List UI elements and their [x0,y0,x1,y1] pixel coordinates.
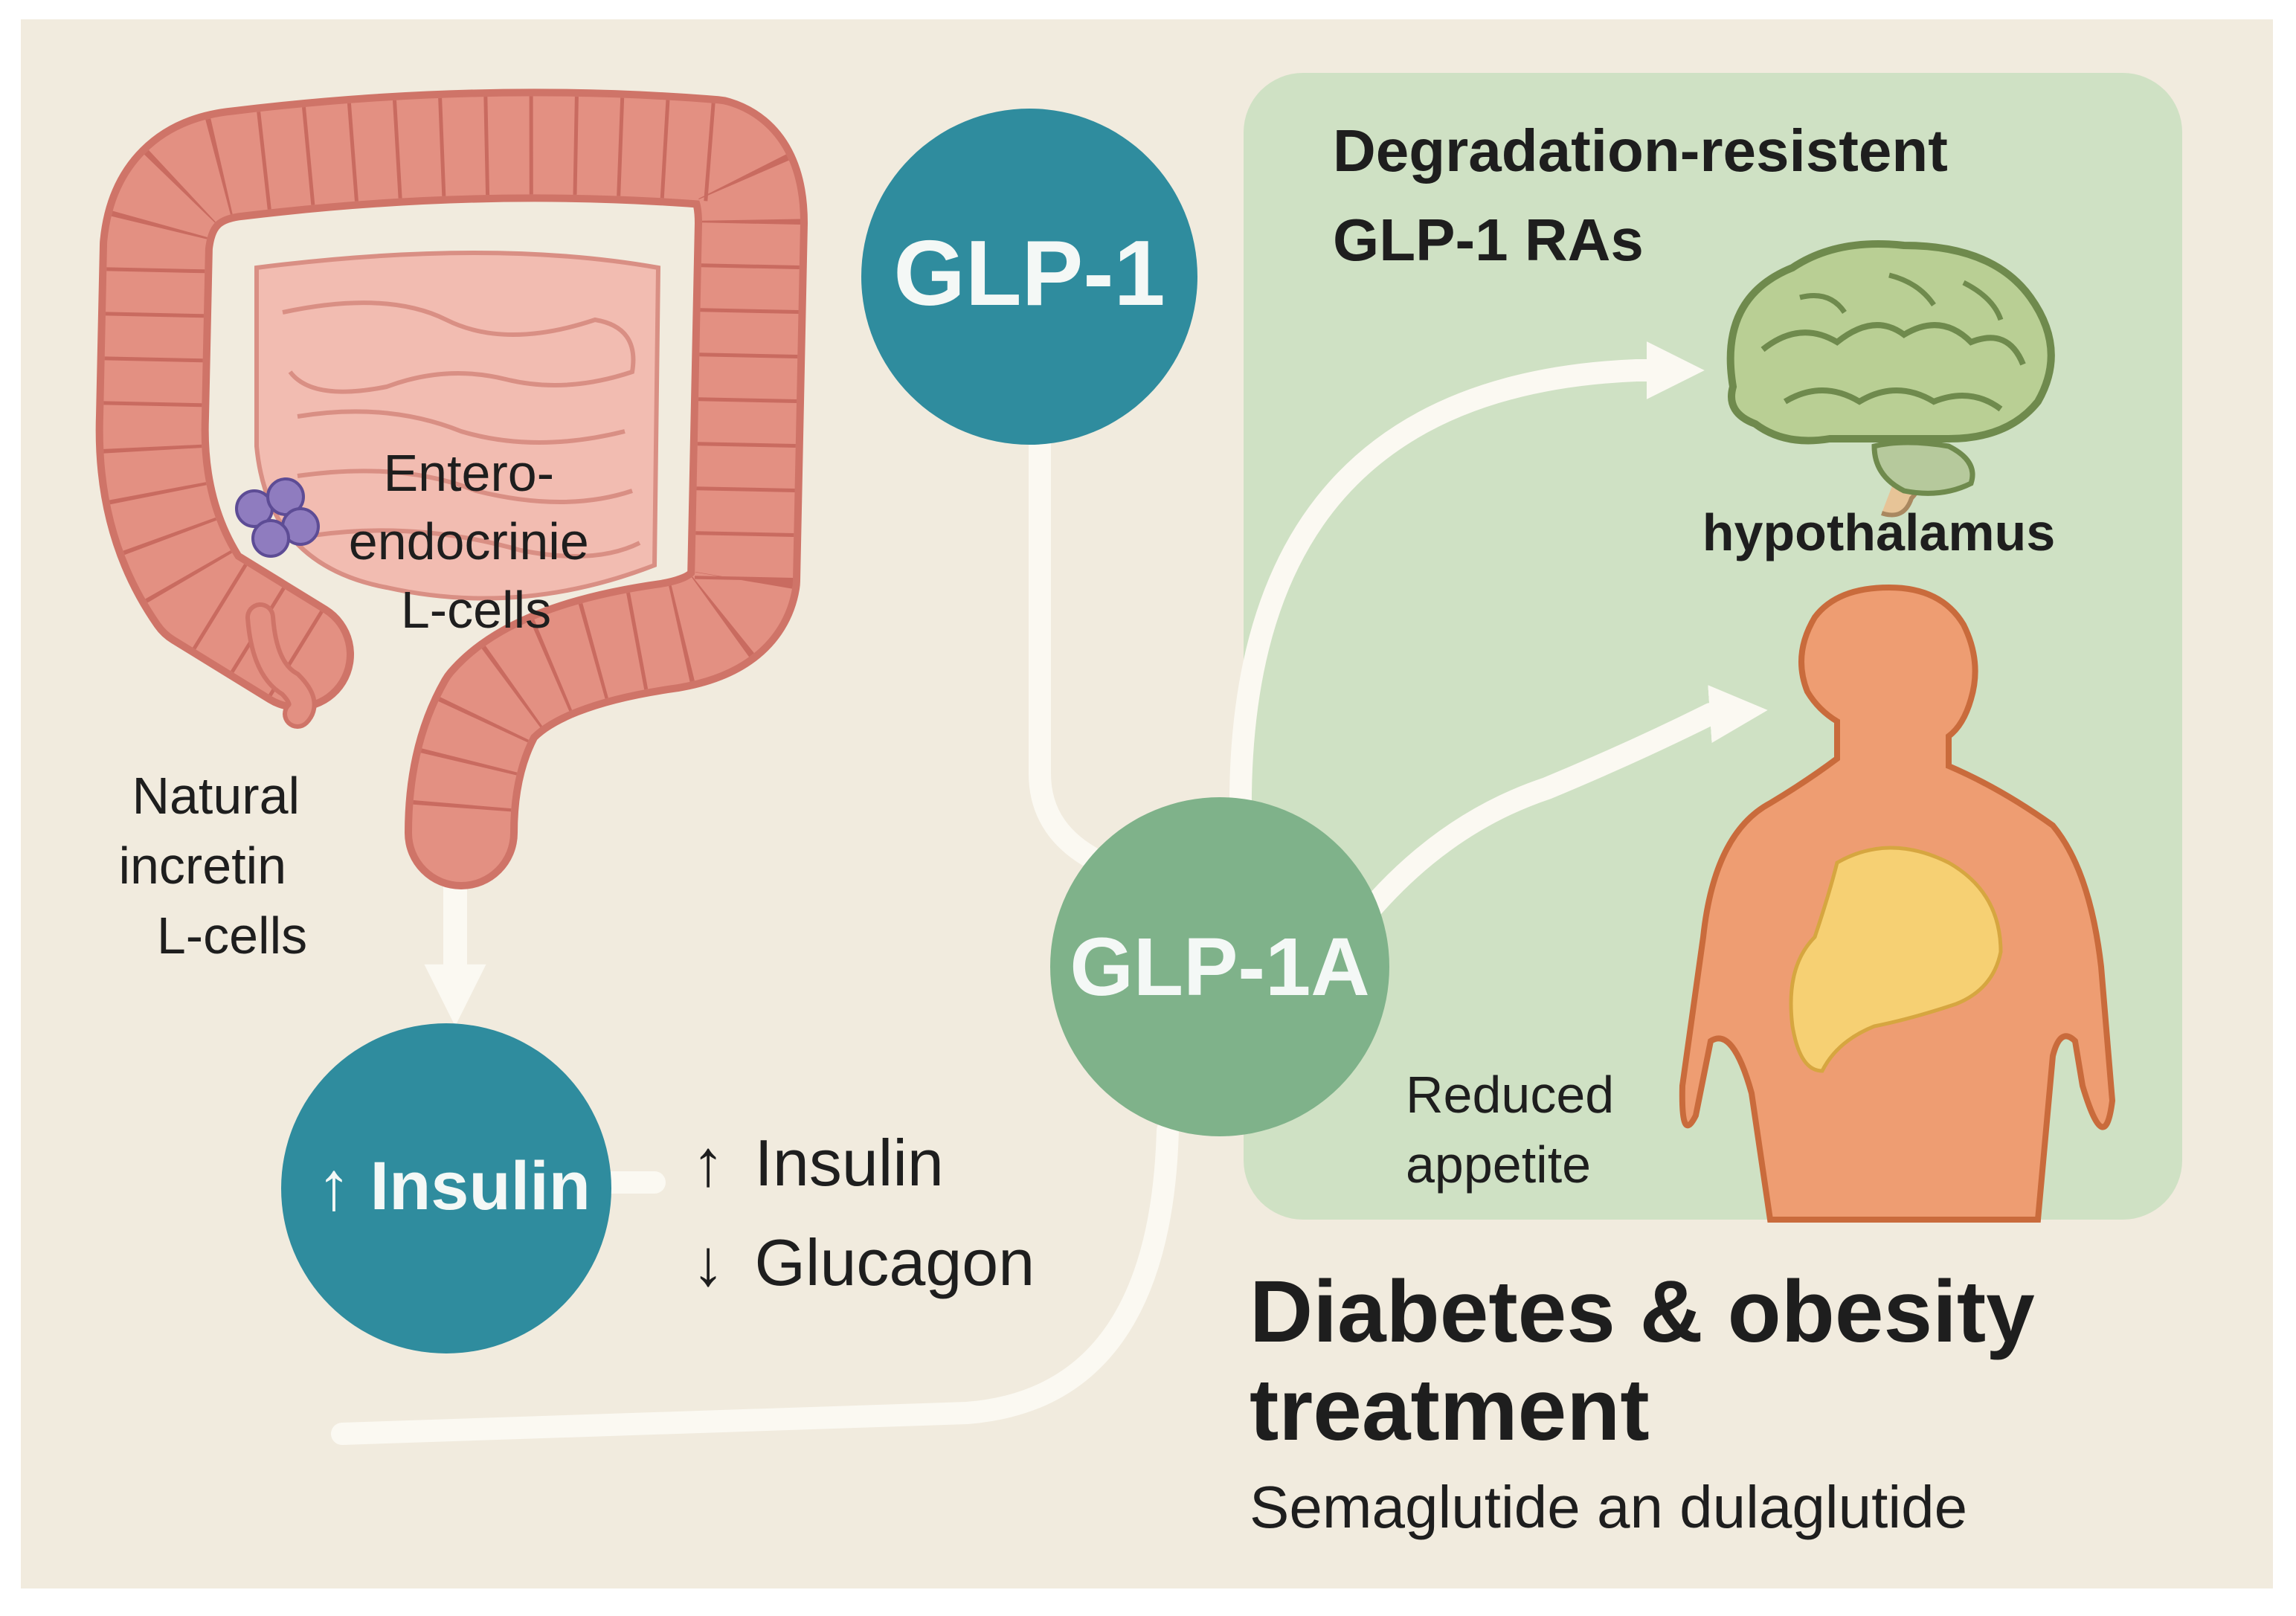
l-cells-cluster [235,477,320,558]
effect-glucagon: ↓ Glucagon [692,1226,1035,1299]
reduced-appetite-label: Reduced appetite [1406,1066,1629,1194]
hypothalamus-label: hypothalamus [1702,503,2056,561]
brain-icon [1726,240,2055,518]
effects-list: ↑ Insulin ↓ Glucagon [692,1126,1035,1299]
arrow-to-body [1342,685,1768,941]
up-arrow-icon: ↑ [692,1126,724,1200]
line-glp1a-to-bottom [331,1119,1179,1445]
arrow-to-hypothalamus [1229,341,1705,829]
large-intestine-icon [95,88,808,889]
insulin-node: ↑ Insulin [281,1023,611,1353]
glp1-node: GLP-1 [861,109,1197,445]
natural-incretin-label: Natural incretin L-cells [118,767,314,965]
glp1-label: GLP-1 [893,222,1165,325]
effect-insulin: ↑ Insulin [692,1126,944,1200]
insulin-node-label: ↑ Insulin [317,1148,591,1224]
panel-title: Degradation-resistent GLP-1 RAs [1333,118,1964,273]
l-cells-label: Entero- endocrinie L-cells [349,444,603,639]
obese-body-icon [1679,584,2116,1223]
up-arrow-icon: ↑ [317,1148,351,1224]
treatment-subtitle: Semaglutide an dulaglutide [1250,1474,1967,1540]
down-arrow-icon: ↓ [692,1226,724,1299]
glp1a-node: GLP-1A [1050,797,1389,1136]
glp1a-label: GLP-1A [1070,921,1369,1013]
treatment-title: Diabetes & obesity treatment [1250,1263,2059,1459]
